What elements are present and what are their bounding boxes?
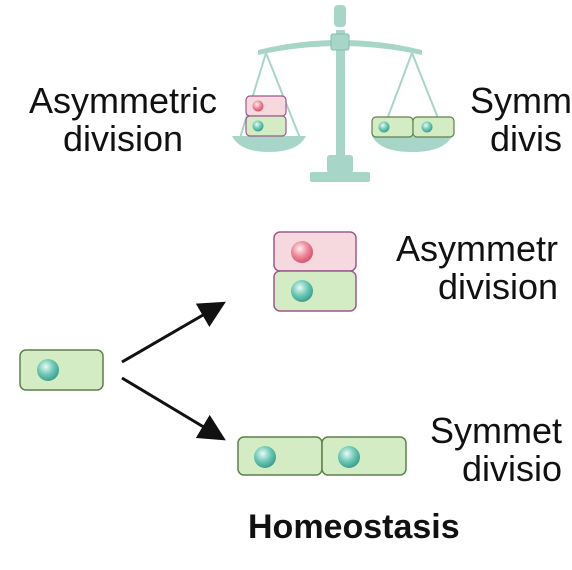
scale-column <box>336 30 345 158</box>
small-teal-nucleus <box>252 120 264 132</box>
parent-nucleus <box>37 359 59 381</box>
pink-daughter-cell <box>273 231 357 272</box>
pink-nucleus <box>291 241 313 263</box>
left-pan <box>232 136 306 152</box>
label-top-left-line1: Asymmetric <box>29 80 217 121</box>
symmetric-cell-2 <box>321 436 407 476</box>
left-string-b <box>265 52 301 139</box>
arrow-icon <box>121 376 226 441</box>
parent-cell-body <box>19 349 104 391</box>
label-top-right: Symm divis <box>470 82 572 158</box>
teal-nucleus <box>291 280 313 302</box>
small-teal-nucleus-2 <box>421 121 433 133</box>
small-pink-cell <box>245 95 287 117</box>
scale-beam <box>258 40 422 55</box>
label-top-right-line2: divis <box>490 118 563 159</box>
right-pan <box>372 136 452 152</box>
scale-finial <box>334 5 346 27</box>
label-top-left-line2: division <box>62 118 184 159</box>
label-mid-right: Asymmetr division <box>396 230 558 306</box>
arrow-icon <box>121 301 226 364</box>
symmetric-cell-1 <box>237 436 323 476</box>
symmetric-daughters <box>237 436 407 476</box>
small-green-cell-2 <box>412 116 455 138</box>
small-pink-nucleus <box>252 100 264 112</box>
green-daughter-cell <box>273 270 357 312</box>
symmetric-nucleus-2 <box>338 446 360 468</box>
scale-pivot <box>330 33 350 51</box>
scale-foot <box>327 155 353 173</box>
small-green-cell-1 <box>371 116 414 138</box>
label-bottom-right: Symmet divisio <box>430 412 562 488</box>
balance-scale-icon <box>232 5 452 182</box>
label-bottom-right-line1: Symmet <box>430 410 563 451</box>
scale-right-cells <box>371 116 455 138</box>
label-top-left: Asymmetric division <box>18 82 228 158</box>
symmetric-nucleus-1 <box>254 446 276 468</box>
label-mid-right-line2: division <box>438 266 559 307</box>
scale-base <box>310 172 370 182</box>
small-teal-nucleus-1 <box>378 121 390 133</box>
small-green-cell <box>245 115 287 137</box>
scale-left-cells <box>245 95 287 137</box>
label-mid-right-line1: Asymmetr <box>396 228 558 269</box>
diagram-title: Homeostasis <box>248 508 460 546</box>
parent-cell <box>19 349 104 391</box>
asymmetric-daughters <box>273 231 357 312</box>
label-bottom-right-line2: divisio <box>462 448 563 489</box>
label-top-right-line1: Symm <box>470 80 572 121</box>
